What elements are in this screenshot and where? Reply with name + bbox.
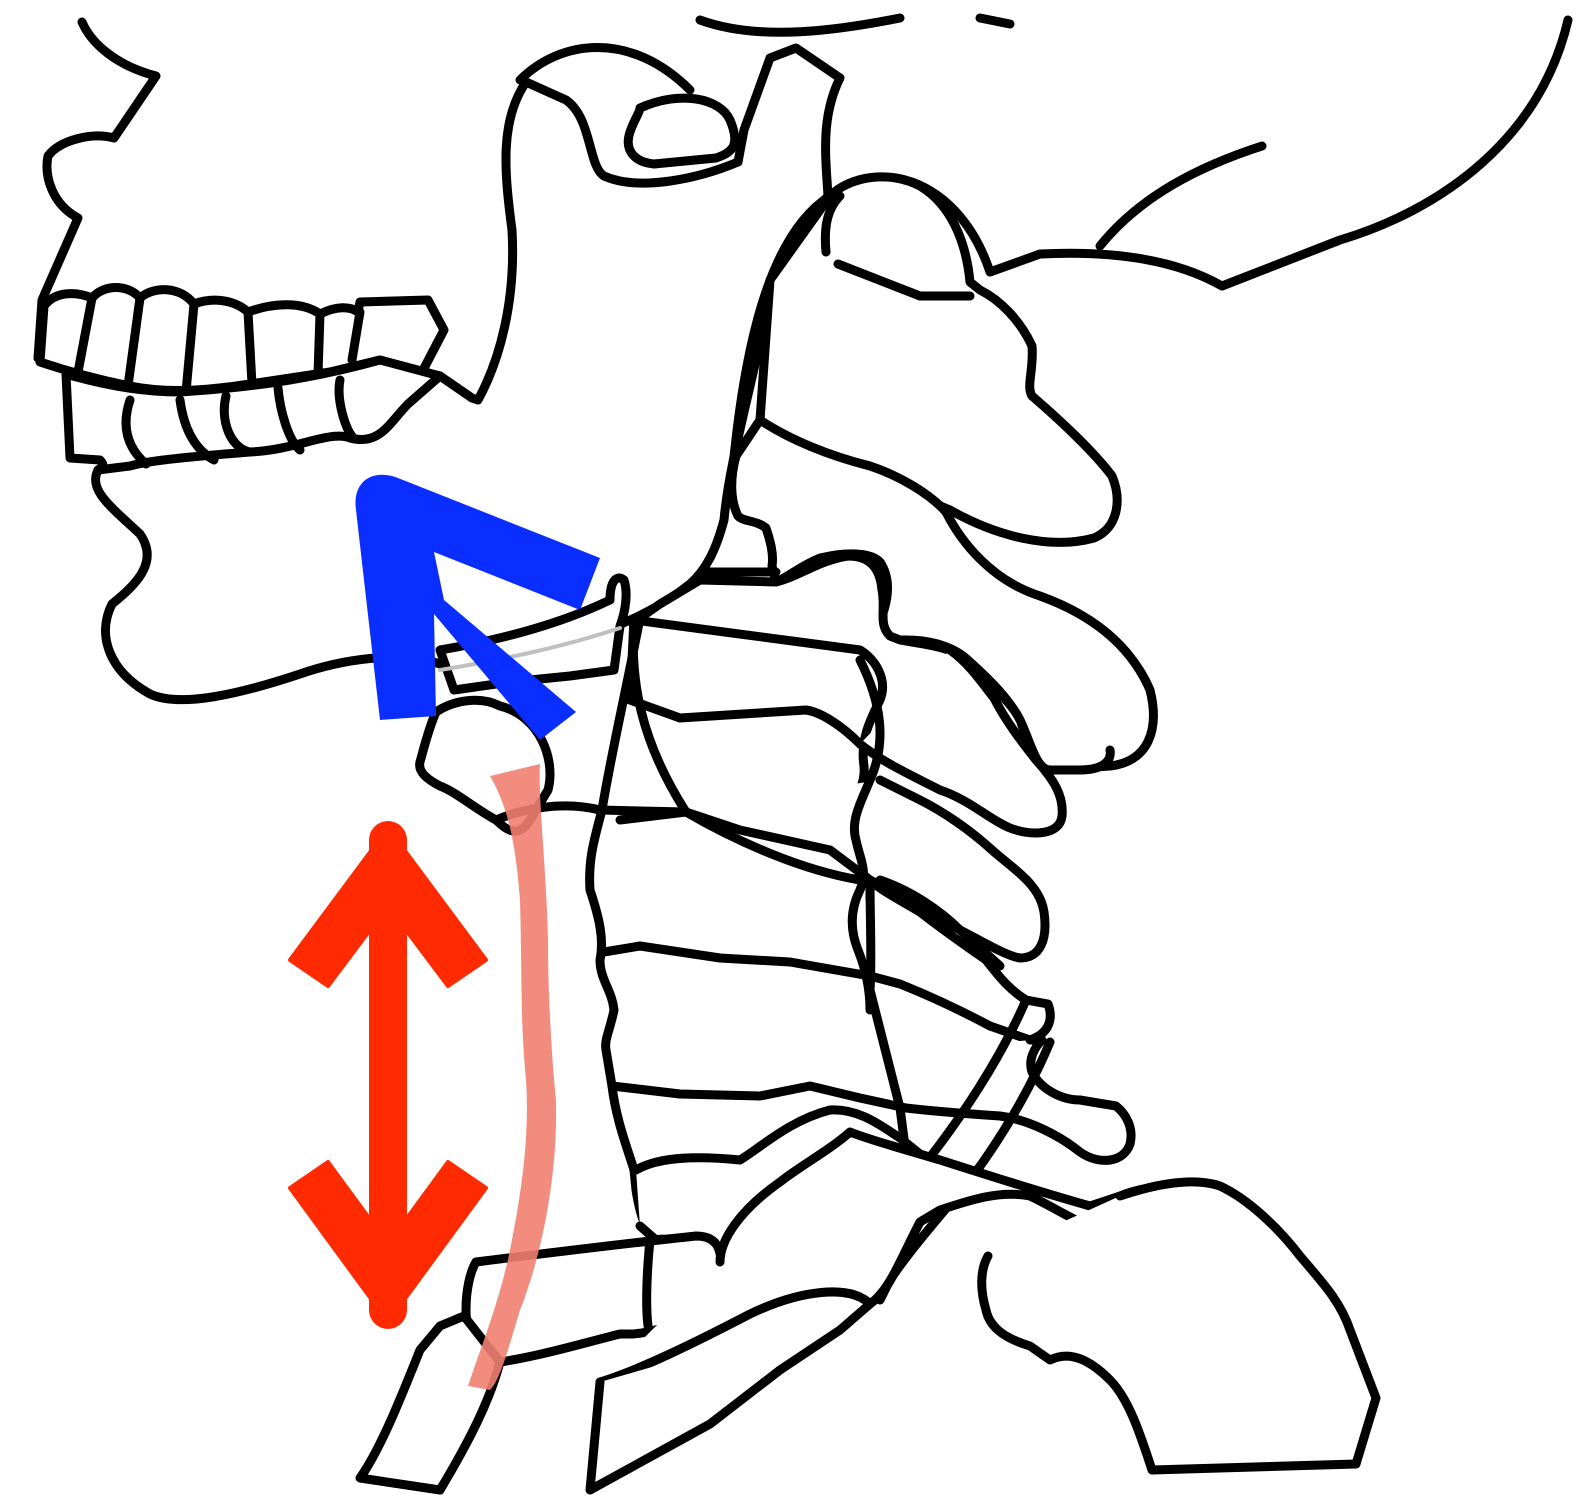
- vertical-double-arrow-icon: [290, 828, 486, 1322]
